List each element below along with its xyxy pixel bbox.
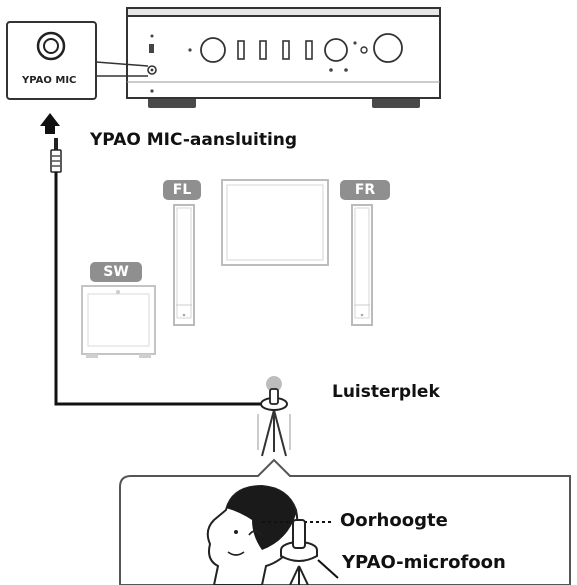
connector-label: YPAO MIC-aansluiting — [90, 130, 298, 150]
microphone-closeup — [262, 519, 339, 585]
ear-height-label: Oorhoogte — [340, 510, 448, 531]
cable — [40, 113, 262, 406]
amplifier — [126, 7, 441, 108]
speaker-badge-sw: SW — [90, 262, 142, 282]
microphone-label: YPAO-microfoon — [342, 552, 506, 573]
arrow-up-icon — [40, 113, 60, 134]
front-right-speaker — [351, 204, 373, 326]
ypao-mic-jack-callout — [6, 21, 149, 100]
speaker-badge-fl: FL — [163, 180, 201, 200]
person-head — [206, 484, 299, 585]
ypao-mic-jack-label: YPAO MIC — [22, 75, 77, 86]
listening-position-microphone — [257, 376, 291, 457]
listening-position-label: Luisterplek — [332, 382, 440, 402]
subwoofer — [81, 285, 156, 358]
tv — [221, 179, 329, 266]
front-left-speaker — [173, 204, 195, 326]
speaker-badge-fr: FR — [340, 180, 390, 200]
mic-jack-icon — [36, 31, 66, 61]
